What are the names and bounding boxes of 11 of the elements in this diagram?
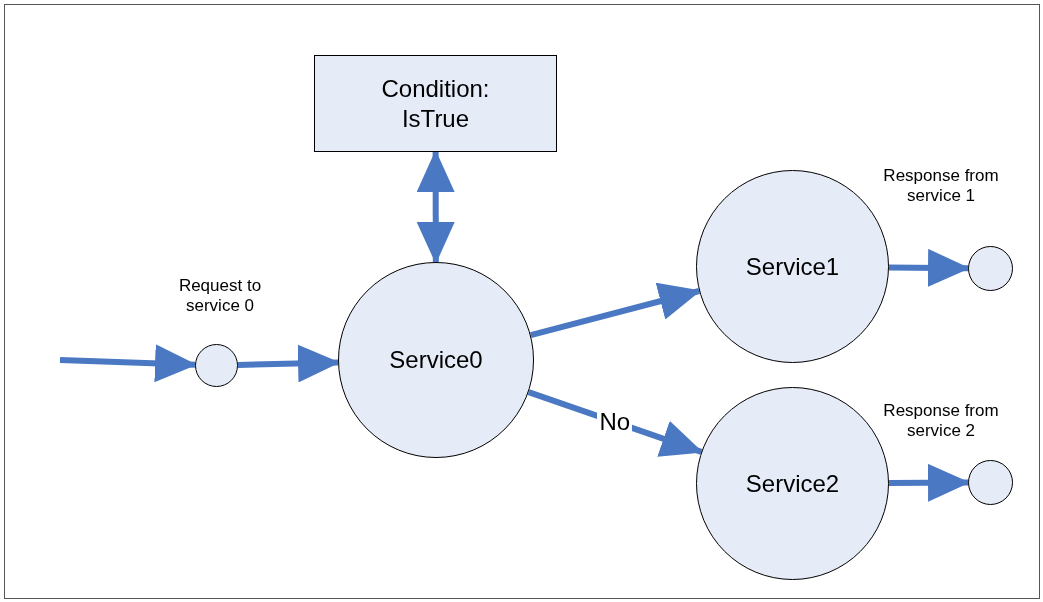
arrow xyxy=(889,463,970,502)
condition-box: Condition: IsTrue xyxy=(314,55,557,152)
arrow xyxy=(59,344,197,383)
service-circle: Service0 xyxy=(338,262,534,458)
arrow xyxy=(530,282,702,339)
end-circle xyxy=(968,460,1013,505)
node-caption: Request to service 0 xyxy=(177,276,263,317)
end-circle xyxy=(968,246,1013,291)
arrow xyxy=(888,248,970,287)
arrow xyxy=(416,150,455,264)
start-circle xyxy=(195,344,238,387)
